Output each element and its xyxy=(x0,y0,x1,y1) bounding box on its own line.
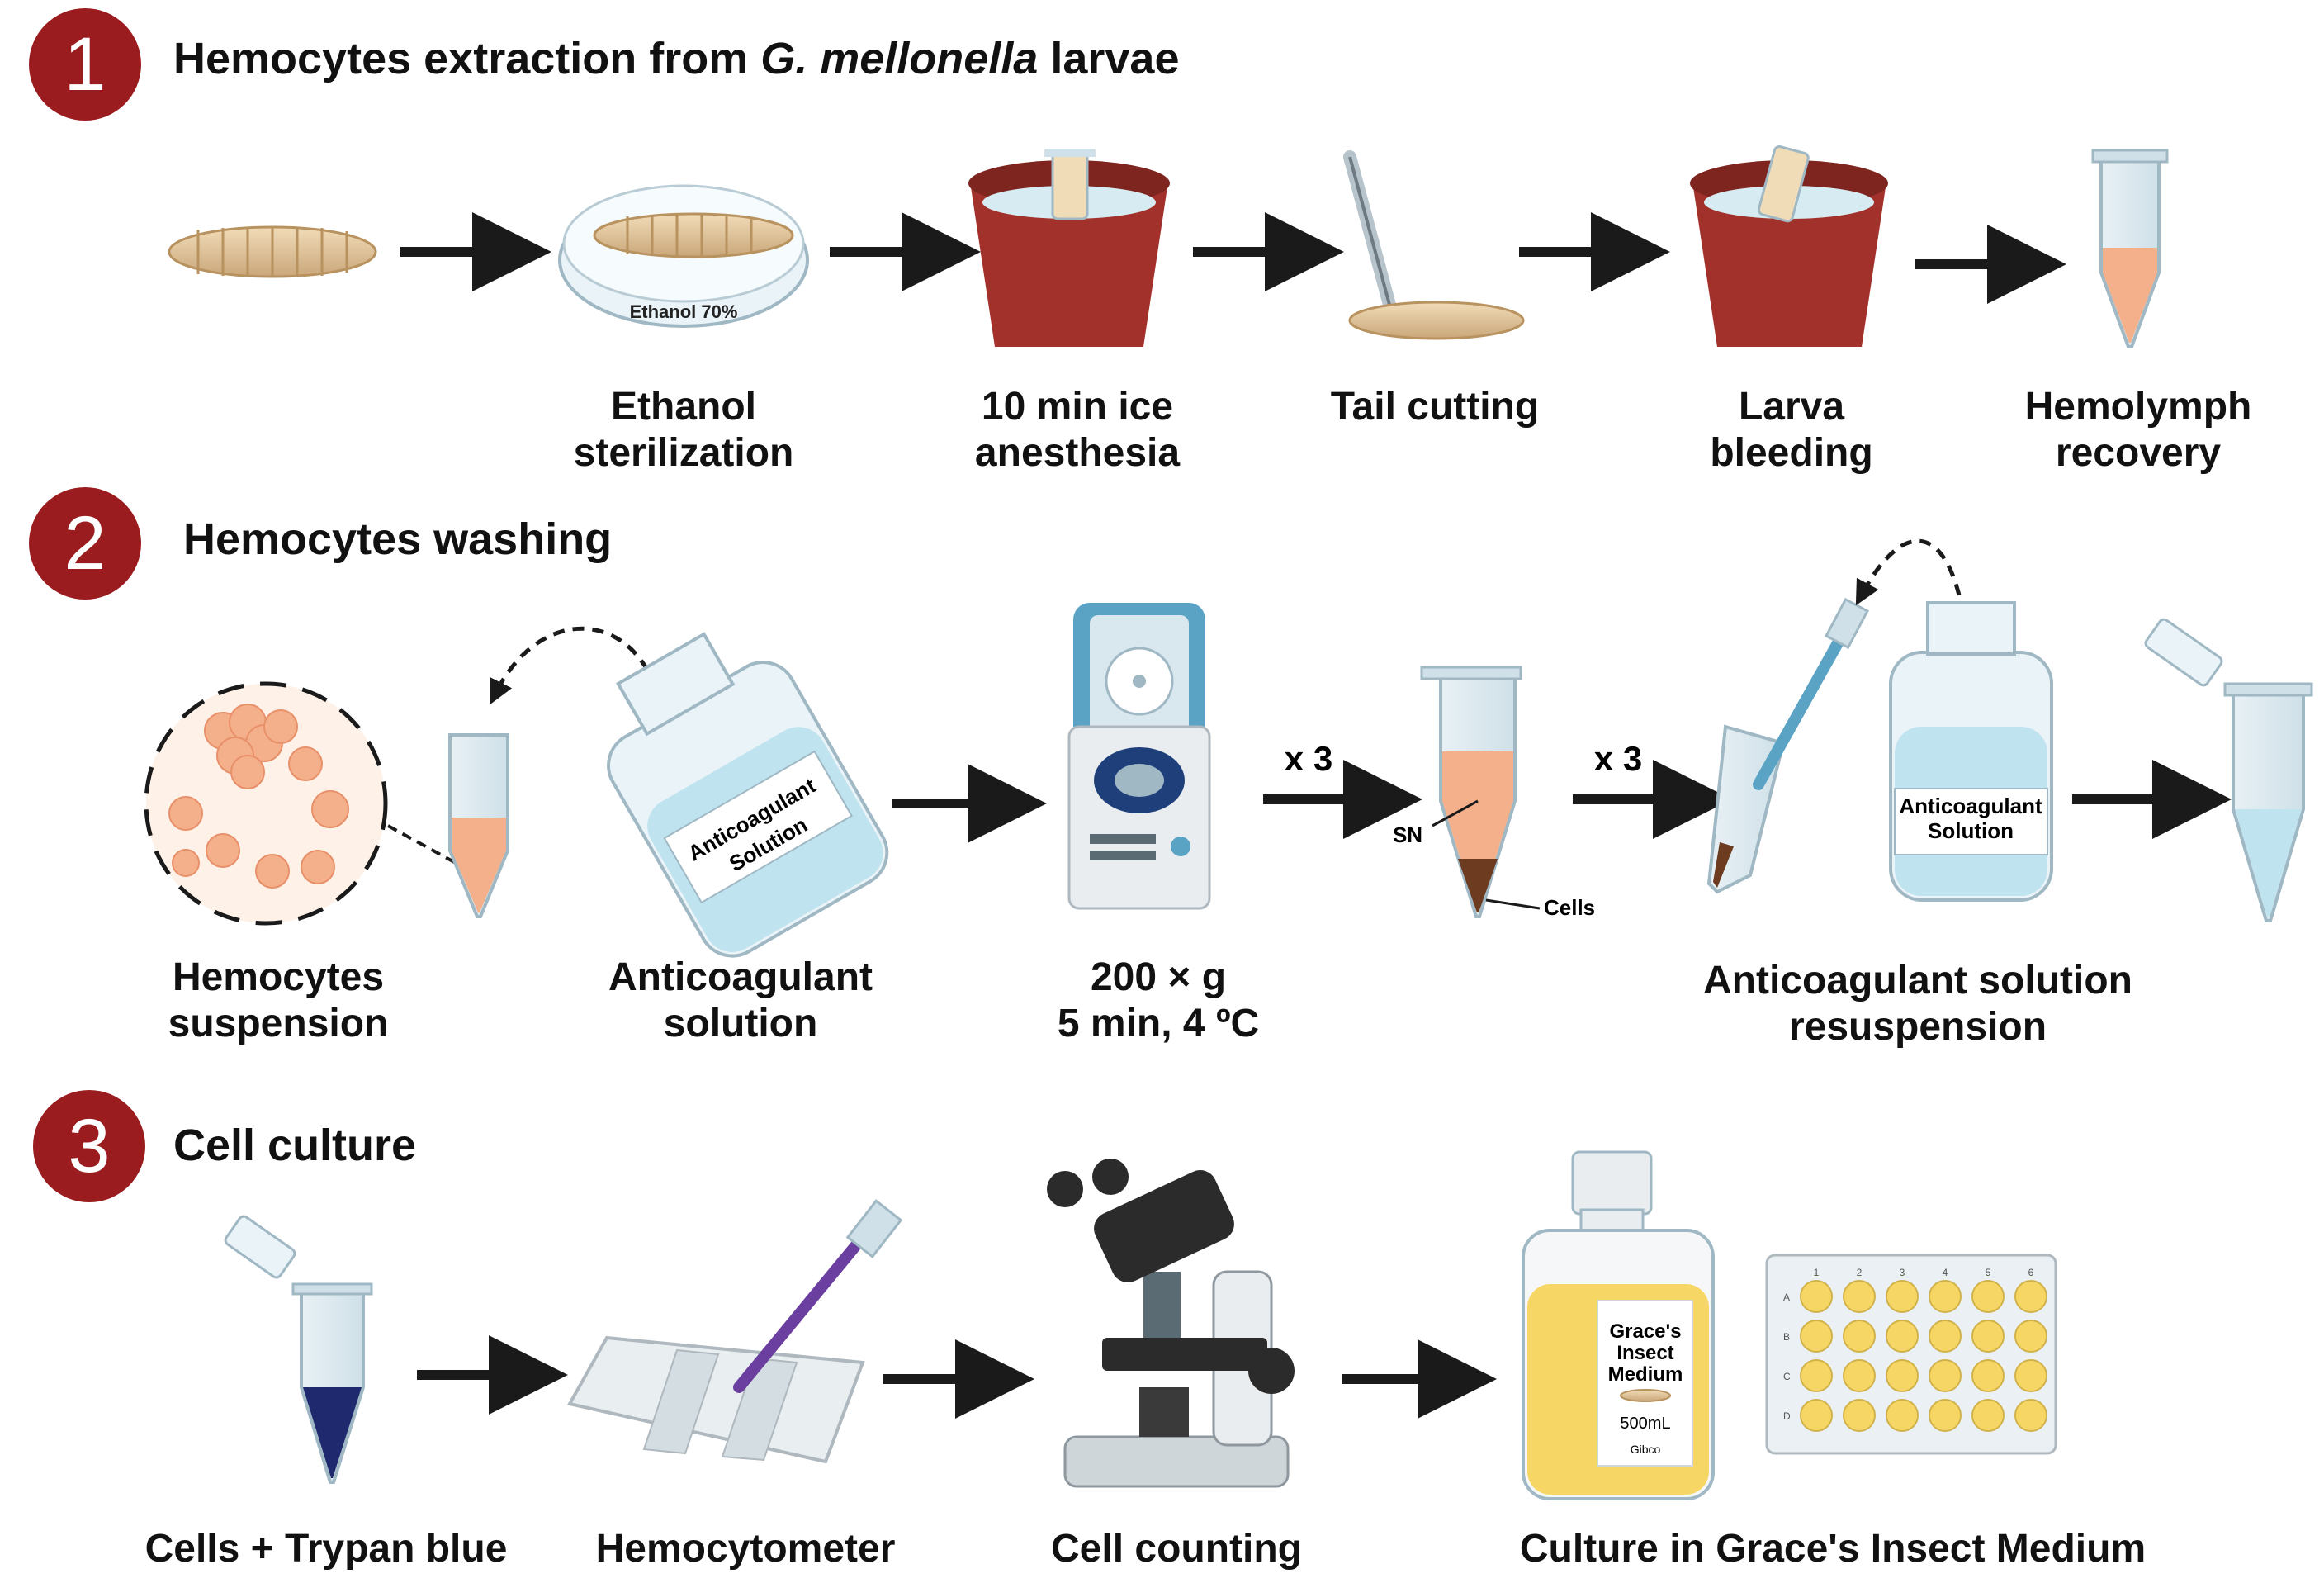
section-3-badge: 3 xyxy=(33,1090,145,1202)
plate-well xyxy=(2014,1359,2047,1392)
repeat-label-2: x 3 xyxy=(1594,739,1642,778)
suspension-tube-icon xyxy=(448,733,509,918)
plate-well xyxy=(1843,1320,1876,1353)
plate-well xyxy=(1929,1359,1962,1392)
caption-cell-counting: Cell counting xyxy=(1051,1527,1302,1571)
petri-dish-icon xyxy=(558,184,809,328)
magnify-connector xyxy=(387,824,457,865)
resuspension-tube-icon xyxy=(2144,618,2313,922)
cells-pointer xyxy=(1485,898,1541,910)
microscope-icon xyxy=(1047,1159,1295,1488)
hemolymph-tube-icon xyxy=(2091,149,2169,348)
flask-label-line-2: Insect xyxy=(1616,1342,1673,1364)
flask-label-line-3: Medium xyxy=(1608,1363,1683,1386)
anticoagulant-bottle-icon xyxy=(607,632,889,958)
plate-column-label: 1 xyxy=(1814,1267,1820,1278)
flask-volume: 500mL xyxy=(1620,1415,1670,1433)
plate-well xyxy=(1843,1399,1876,1432)
larva-icon xyxy=(168,225,377,278)
plate-well xyxy=(1929,1280,1962,1313)
plate-row-label: C xyxy=(1783,1371,1791,1382)
hemocyte-magnify-icon xyxy=(144,681,388,926)
caption-tail-cutting: Tail cutting xyxy=(1330,385,1540,429)
plate-well xyxy=(2014,1280,2047,1313)
caption-cells-trypan: Cells + Trypan blue xyxy=(144,1527,508,1571)
dish-label: Ethanol 70% xyxy=(630,301,738,322)
plate-well xyxy=(1971,1280,2005,1313)
plate-well xyxy=(1929,1399,1962,1432)
plate-well xyxy=(2014,1320,2047,1353)
sn-pointer xyxy=(1432,799,1479,827)
section-1-title: Hemocytes extraction from G. mellonella … xyxy=(173,34,1180,83)
plate-well xyxy=(1929,1320,1962,1353)
bleeding-pot-icon xyxy=(1690,145,1888,347)
hemocytometer-icon xyxy=(566,1199,903,1464)
plate-well xyxy=(1886,1280,1919,1313)
section-3-title: Cell culture xyxy=(173,1121,417,1170)
section-2-badge: 2 xyxy=(29,487,141,600)
pipette-tube-icon xyxy=(1706,597,1870,894)
repeat-label-1: x 3 xyxy=(1285,739,1332,778)
caption-culture-medium: Culture in Grace's Insect Medium xyxy=(1519,1527,2147,1571)
plate-row-label: B xyxy=(1783,1331,1790,1343)
bottle2-label-line-1: Anticoagulant xyxy=(1899,794,2042,818)
well-plate-icon: 1 2 3 4 5 6A B C D xyxy=(1765,1254,2057,1455)
plate-well xyxy=(1800,1320,1833,1353)
sn-cells-tube-icon xyxy=(1420,666,1522,918)
plate-well xyxy=(1971,1399,2005,1432)
anticoagulant-bottle-2-icon xyxy=(1889,601,2053,902)
scalpel-icon xyxy=(1343,150,1402,333)
plate-column-label: 2 xyxy=(1857,1267,1863,1278)
plate-well xyxy=(1843,1359,1876,1392)
plate-well xyxy=(1886,1359,1919,1392)
section-2-title: Hemocytes washing xyxy=(183,514,613,564)
culture-flask-icon xyxy=(1522,1150,1715,1500)
plate-column-label: 6 xyxy=(2028,1267,2034,1278)
plate-row-label: A xyxy=(1783,1292,1790,1303)
plate-well xyxy=(1886,1399,1919,1432)
cut-larva-icon xyxy=(1348,301,1525,340)
cells-label: Cells xyxy=(1544,895,1595,920)
plate-well xyxy=(2014,1399,2047,1432)
plate-well xyxy=(1800,1359,1833,1392)
section-1-badge: 1 xyxy=(29,8,141,121)
plate-well xyxy=(1971,1359,2005,1392)
trypan-tube-icon xyxy=(224,1215,373,1484)
plate-well xyxy=(1800,1399,1833,1432)
bottle2-label-line-2: Solution xyxy=(1928,818,2014,843)
plate-column-label: 5 xyxy=(1986,1267,1991,1278)
centrifuge-icon xyxy=(1067,603,1211,910)
plate-column-label: 3 xyxy=(1900,1267,1905,1278)
flask-brand: Gibco xyxy=(1631,1443,1661,1456)
plate-well xyxy=(1886,1320,1919,1353)
sn-label: SN xyxy=(1393,822,1422,847)
flask-label-line-1: Grace's xyxy=(1609,1320,1681,1343)
ice-pot-icon xyxy=(968,149,1170,347)
plate-well xyxy=(1843,1280,1876,1313)
plate-row-label: D xyxy=(1783,1410,1791,1422)
plate-well xyxy=(1971,1320,2005,1353)
plate-column-label: 4 xyxy=(1943,1267,1948,1278)
caption-hemocytometer: Hemocytometer xyxy=(595,1527,896,1571)
plate-well xyxy=(1800,1280,1833,1313)
